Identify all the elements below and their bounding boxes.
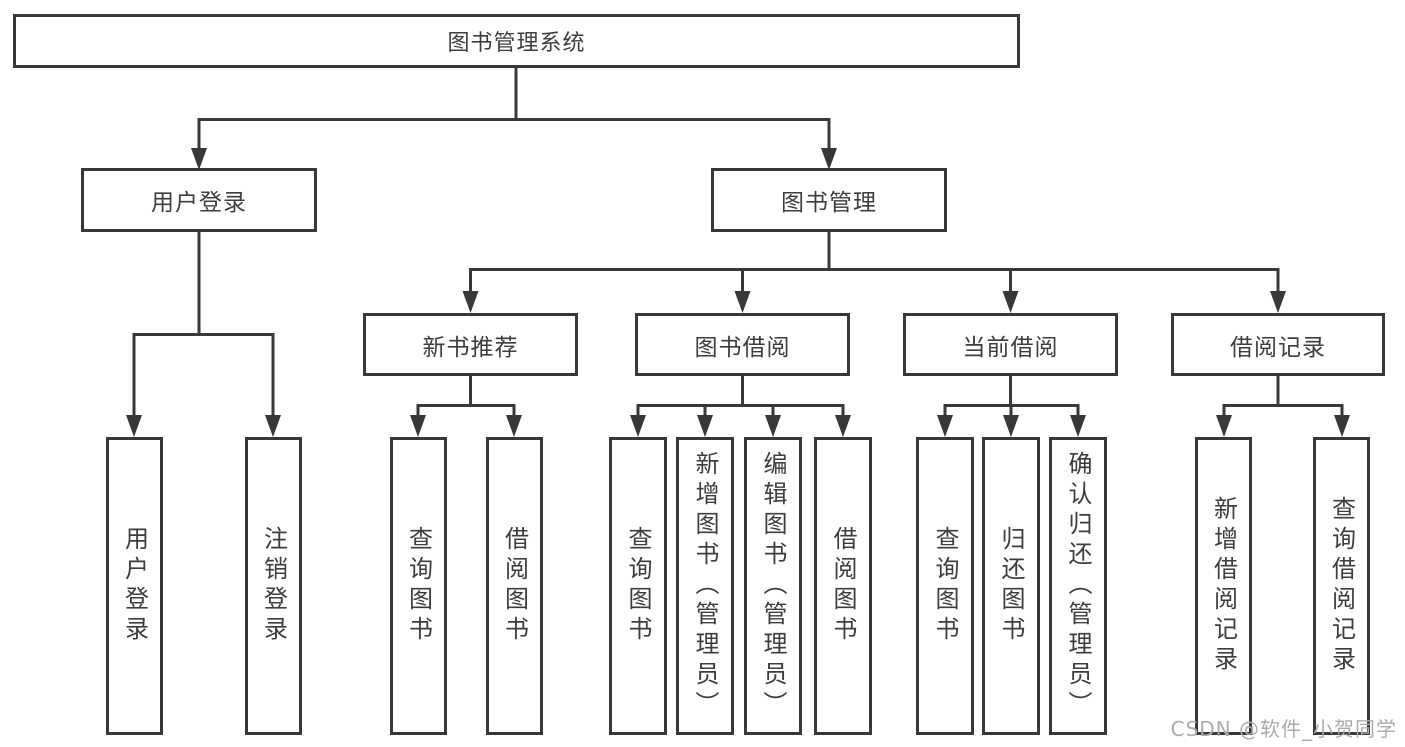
leaf-query-borrow-record-label: 查询借阅记录 <box>1327 496 1356 676</box>
node-user-login-label: 用户登录 <box>151 190 247 216</box>
leaf-confirm-return-admin-label: 确认归还（管理员） <box>1064 451 1092 721</box>
leaf-query-books-current-label: 查询图书 <box>931 526 959 646</box>
leaf-add-borrow-record: 新增借阅记录 <box>1195 437 1252 735</box>
leaf-query-borrow-record: 查询借阅记录 <box>1313 437 1370 735</box>
leaf-query-books-borrow-label: 查询图书 <box>624 526 652 646</box>
leaf-confirm-return-admin: 确认归还（管理员） <box>1049 437 1107 735</box>
leaf-edit-books-admin: 编辑图书（管理员） <box>744 437 802 735</box>
csdn-watermark: CSDN @软件_小贺同学 <box>1170 717 1397 741</box>
leaf-borrow-books: 借阅图书 <box>814 437 872 735</box>
leaf-user-login: 用户登录 <box>106 437 163 735</box>
leaf-query-books-recommend: 查询图书 <box>390 437 447 735</box>
node-current-borrow: 当前借阅 <box>903 313 1118 376</box>
leaf-borrow-books-recommend-label: 借阅图书 <box>500 526 529 646</box>
node-borrow-records-label: 借阅记录 <box>1230 334 1326 361</box>
leaf-user-login-label: 用户登录 <box>120 526 149 646</box>
leaf-borrow-books-recommend: 借阅图书 <box>486 437 543 735</box>
leaf-query-books-current: 查询图书 <box>916 437 974 735</box>
leaf-add-borrow-record-label: 新增借阅记录 <box>1209 496 1238 676</box>
leaf-add-books-admin: 新增图书（管理员） <box>676 437 734 735</box>
node-current-borrow-label: 当前借阅 <box>962 334 1059 361</box>
leaf-query-books-borrow: 查询图书 <box>609 437 667 735</box>
leaf-borrow-books-label: 借阅图书 <box>829 526 857 646</box>
node-root-library-system: 图书管理系统 <box>13 14 1020 68</box>
node-book-borrow: 图书借阅 <box>635 313 850 376</box>
arrowheads <box>126 148 1350 437</box>
node-user-login: 用户登录 <box>81 168 317 232</box>
node-book-management-label: 图书管理 <box>781 190 877 216</box>
node-book-borrow-label: 图书借阅 <box>694 334 791 361</box>
leaf-logout: 注销登录 <box>245 437 302 735</box>
leaf-query-books-recommend-label: 查询图书 <box>404 526 433 646</box>
leaf-edit-books-admin-label: 编辑图书（管理员） <box>759 451 787 721</box>
leaf-return-books: 归还图书 <box>982 437 1040 735</box>
node-book-management: 图书管理 <box>711 168 947 232</box>
node-new-book-recommend: 新书推荐 <box>363 313 578 376</box>
node-borrow-records: 借阅记录 <box>1171 313 1385 376</box>
leaf-logout-label: 注销登录 <box>259 526 288 646</box>
node-root-label: 图书管理系统 <box>447 31 586 56</box>
leaf-return-books-label: 归还图书 <box>997 526 1025 646</box>
node-new-book-recommend-label: 新书推荐 <box>422 334 519 361</box>
leaf-add-books-admin-label: 新增图书（管理员） <box>691 451 719 721</box>
